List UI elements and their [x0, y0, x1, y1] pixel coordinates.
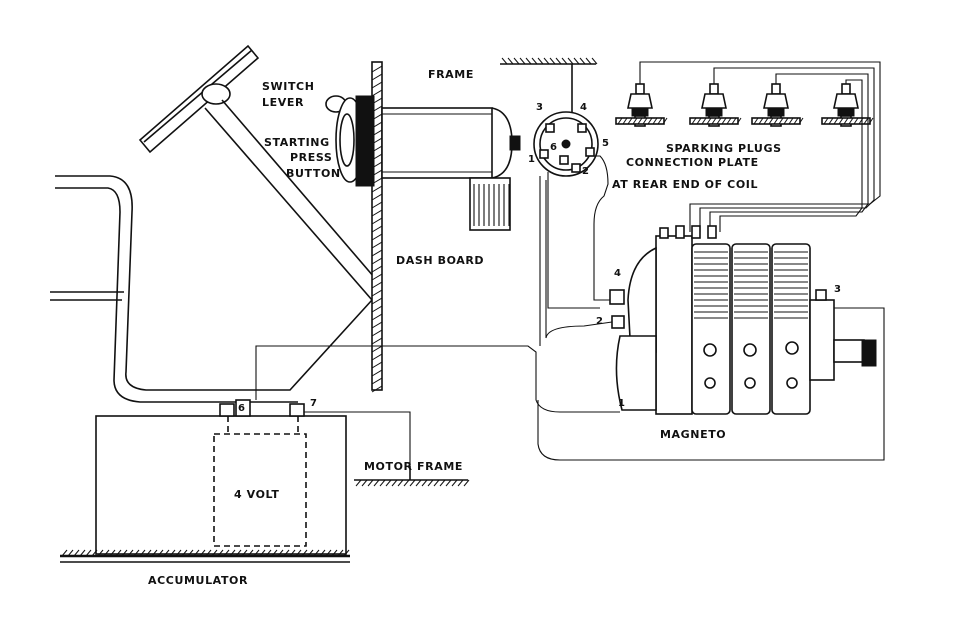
plate-terminal-5: 5 [602, 138, 610, 149]
magneto [609, 225, 877, 415]
switch-label: SWITCH [262, 80, 315, 93]
magneto-terminal-2: 2 [596, 316, 604, 327]
magneto-terminal-3: 3 [834, 284, 842, 295]
labels: SWITCH LEVER STARTING PRESS BUTTON FRAME… [148, 68, 842, 587]
sparking-plugs [615, 61, 881, 232]
button-label: BUTTON [286, 167, 341, 180]
sparking-plug [821, 83, 874, 127]
coil-unit [325, 95, 521, 231]
wiring [255, 155, 885, 466]
sparking-plug [615, 83, 668, 127]
car-body-outline [50, 175, 373, 403]
accumulator-terminal-6: 6 [238, 403, 246, 414]
accumulator-terminal-7: 7 [310, 398, 318, 409]
accumulator [95, 399, 347, 555]
steering-wheel [138, 44, 381, 301]
sparking-plugs-label: SPARKING PLUGS [666, 142, 782, 155]
magneto-terminal-1: 1 [618, 398, 626, 409]
connection-plate [533, 64, 599, 177]
dash-board-label: DASH BOARD [396, 254, 484, 267]
accumulator-label: ACCUMULATOR [148, 574, 248, 587]
magneto-label: MAGNETO [660, 428, 726, 441]
connection-plate-label: CONNECTION PLATE [626, 156, 759, 169]
plate-terminal-1: 1 [528, 154, 536, 165]
motor-frame-label: MOTOR FRAME [364, 460, 463, 473]
floor [60, 549, 350, 563]
plate-terminal-6: 6 [550, 142, 558, 153]
lever-label: LEVER [262, 96, 304, 109]
sparking-plug [689, 83, 742, 127]
sparking-plug [751, 83, 804, 127]
four-volt-label: 4 VOLT [234, 488, 279, 501]
frame-bar [500, 57, 598, 65]
magneto-terminal-4: 4 [614, 268, 622, 279]
motor-frame [354, 466, 470, 487]
plate-terminal-4: 4 [580, 102, 588, 113]
plate-terminal-3: 3 [536, 102, 544, 113]
frame-label: FRAME [428, 68, 474, 81]
plate-terminal-2: 2 [582, 166, 590, 177]
rear-end-coil-label: AT REAR END OF COIL [612, 178, 758, 191]
press-label: PRESS [290, 151, 332, 164]
starting-label: STARTING [264, 136, 330, 149]
